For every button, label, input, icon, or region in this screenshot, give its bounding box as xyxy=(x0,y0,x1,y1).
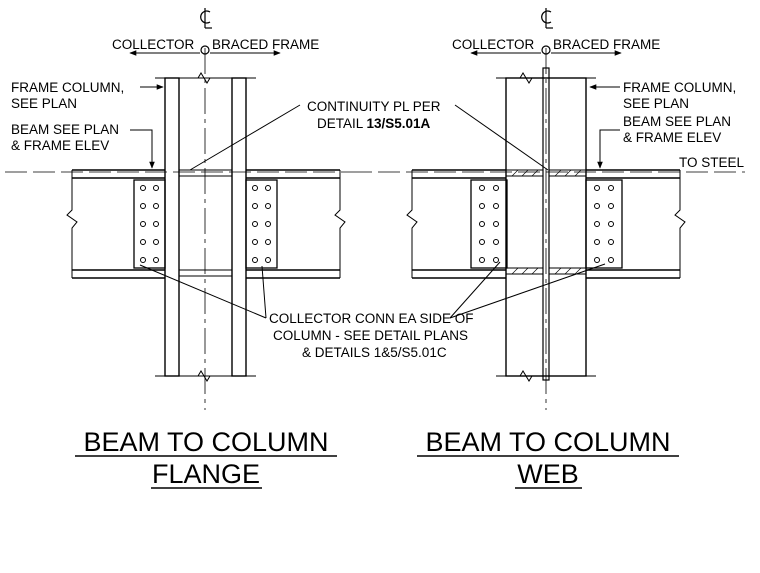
right-collector-label: COLLECTOR xyxy=(452,37,535,52)
right-workpoint-icon xyxy=(541,45,551,55)
right-continuity-plate-top-west xyxy=(505,169,544,177)
left-column-break-bottom xyxy=(155,370,256,382)
left-column-flange-b xyxy=(231,77,247,377)
left-shear-tab-west xyxy=(133,179,166,269)
right-braced-frame-label: BRACED FRAME xyxy=(553,37,660,52)
right-bolt-group xyxy=(479,185,614,263)
left-collector-conn-leader-b xyxy=(261,265,267,319)
right-continuity-leader xyxy=(454,104,549,171)
left-beam-note-2: & FRAME ELEV xyxy=(11,138,109,153)
right-text-labels: COLLECTOR BRACED FRAME FRAME COLUMN, SEE… xyxy=(452,37,745,170)
right-shear-tab-east xyxy=(585,179,623,269)
left-shear-tab-east xyxy=(245,179,278,269)
continuity-plate-note-prefix: DETAIL xyxy=(317,116,367,131)
right-centerline-symbol xyxy=(541,8,553,29)
continuity-plate-detail-ref: 13/S5.01A xyxy=(367,116,431,131)
continuity-plate-note-2: DETAIL 13/S5.01A xyxy=(317,116,431,131)
right-column-break-bottom xyxy=(496,370,596,382)
right-continuity-plate-top-east xyxy=(548,169,587,177)
left-collector-label: COLLECTOR xyxy=(112,37,195,52)
left-bolt-group xyxy=(140,185,271,263)
right-title-line-2: WEB xyxy=(517,459,579,489)
left-title-line-2: FLANGE xyxy=(152,459,260,489)
left-collector-conn-leader-a xyxy=(139,264,267,319)
right-collector-conn-leader-a xyxy=(449,261,501,319)
right-continuity-plate-bottom-west xyxy=(505,267,544,275)
right-shear-tab-west xyxy=(470,179,508,269)
left-column-break-top xyxy=(155,72,256,84)
left-braced-frame-label: BRACED FRAME xyxy=(212,37,319,52)
left-title: BEAM TO COLUMN FLANGE xyxy=(75,427,337,489)
right-beam-west xyxy=(406,169,506,279)
left-title-line-1: BEAM TO COLUMN xyxy=(83,427,328,457)
left-continuity-plate-bottom xyxy=(178,269,233,277)
left-continuity-plate-top xyxy=(178,169,233,177)
right-to-steel-note: TO STEEL xyxy=(679,155,745,170)
left-workpoint-icon xyxy=(200,45,210,55)
left-detail xyxy=(5,8,350,410)
left-beam-west xyxy=(66,169,165,279)
left-text-labels: COLLECTOR BRACED FRAME FRAME COLUMN, SEE… xyxy=(11,37,319,153)
right-beam-leader xyxy=(597,129,620,169)
right-title-line-1: BEAM TO COLUMN xyxy=(425,427,670,457)
left-frame-column-note-2: SEE PLAN xyxy=(11,96,77,111)
right-beam-note-2: & FRAME ELEV xyxy=(623,130,721,145)
collector-conn-note-2: COLUMN - SEE DETAIL PLANS xyxy=(273,328,468,343)
right-column-web xyxy=(542,67,550,381)
collector-conn-note-3: & DETAILS 1&5/S5.01C xyxy=(302,345,447,360)
right-plate-hatch xyxy=(511,169,582,275)
right-detail xyxy=(350,8,745,410)
right-beam-east xyxy=(586,169,686,279)
right-collector-conn-leader-b xyxy=(449,263,606,319)
left-beam-east xyxy=(246,169,346,279)
shared-notes: CONTINUITY PL PER DETAIL 13/S5.01A COLLE… xyxy=(269,99,474,360)
left-continuity-leader xyxy=(189,104,301,171)
left-frame-column-note-1: FRAME COLUMN, xyxy=(11,80,124,95)
left-beam-leader xyxy=(130,129,155,169)
right-frame-column-note-2: SEE PLAN xyxy=(623,96,689,111)
right-beam-note-1: BEAM SEE PLAN xyxy=(623,114,731,129)
collector-conn-note-1: COLLECTOR CONN EA SIDE OF xyxy=(269,311,474,326)
left-column-flange-a xyxy=(164,77,180,377)
right-title: BEAM TO COLUMN WEB xyxy=(417,427,679,489)
left-centerline-symbol xyxy=(200,8,212,29)
continuity-plate-note-1: CONTINUITY PL PER xyxy=(307,99,441,114)
right-column-break-top xyxy=(496,72,596,84)
left-beam-note-1: BEAM SEE PLAN xyxy=(11,122,119,137)
right-frame-column-note-1: FRAME COLUMN, xyxy=(623,80,736,95)
